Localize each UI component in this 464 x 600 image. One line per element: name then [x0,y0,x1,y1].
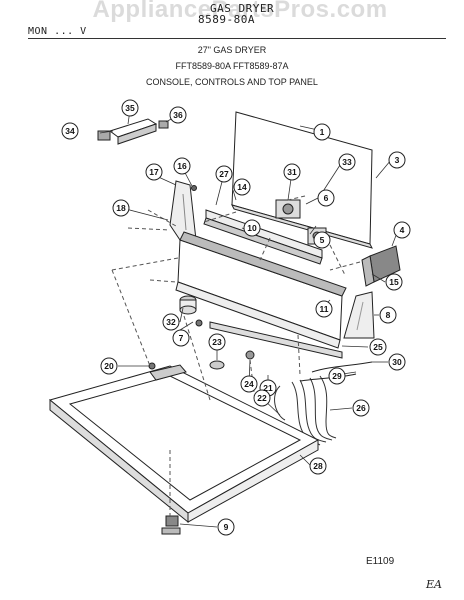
part-clip [161,515,181,535]
callout-number-27: 27 [219,169,229,179]
callout-number-35: 35 [125,103,135,113]
callout-number-1: 1 [320,127,325,137]
callout-34 [61,122,79,140]
callout-26 [352,399,370,417]
callout-10 [243,219,261,237]
callout-14 [233,178,251,196]
callout-number-10: 10 [247,223,257,233]
part-right-endcap [343,291,375,339]
callout-number-3: 3 [395,155,400,165]
callout-9 [217,518,235,536]
callout-number-6: 6 [324,193,329,203]
callout-31 [283,163,301,181]
callout-32 [162,313,180,331]
header-line-1: GAS DRYER [210,2,275,15]
product-title: 27" GAS DRYER [197,45,267,55]
callout-number-34: 34 [65,126,75,136]
section-title: CONSOLE, CONTROLS AND TOP PANEL [146,77,318,87]
signature-mark: EA [426,578,442,591]
callout-number-22: 22 [257,393,267,403]
callout-number-26: 26 [356,403,366,413]
callout-number-33: 33 [342,157,352,167]
part-top-panel-board [231,111,373,249]
callout-6 [317,189,335,207]
callout-17 [145,163,163,181]
callout-number-16: 16 [177,161,187,171]
callout-22 [253,389,271,407]
callout-number-30: 30 [392,357,402,367]
callout-5 [313,231,331,249]
callout-number-21: 21 [263,383,273,393]
callout-number-15: 15 [389,277,399,287]
callout-number-8: 8 [386,310,391,320]
callout-33 [338,153,356,171]
callout-number-25: 25 [373,342,383,352]
callout-11 [315,300,333,318]
part-switch-assembly [97,118,169,145]
header-rule [28,38,446,39]
callout-4 [393,221,411,239]
callout-35 [121,99,139,117]
callout-25 [369,338,387,356]
callout-number-14: 14 [237,182,247,192]
callout-number-28: 28 [313,461,323,471]
callout-36 [169,106,187,124]
callout-number-29: 29 [332,371,342,381]
callout-number-23: 23 [212,337,222,347]
header-line-2: 8589-80A [198,13,255,26]
part-cabinet-top [48,364,320,524]
diagram-code: E1109 [366,556,395,567]
callout-number-7: 7 [179,333,184,343]
watermark: AppliancePartsPros.com [92,0,388,23]
callout-number-36: 36 [173,110,183,120]
part-timer [275,199,301,219]
callout-number-9: 9 [224,522,229,532]
callout-27 [215,165,233,183]
callout-1 [313,123,331,141]
callout-28 [309,457,327,475]
callout-number-24: 24 [244,379,254,389]
part-control-bracket [203,209,323,265]
callout-number-32: 32 [166,317,176,327]
callout-number-5: 5 [320,235,325,245]
model-numbers: FFT8589-80A FFT8589-87A [175,61,289,71]
callout-23 [208,333,226,351]
callout-3 [388,151,406,169]
part-console-rail [209,321,343,359]
callout-number-4: 4 [400,225,405,235]
part-left-endcap [169,180,197,241]
callout-20 [100,357,118,375]
part-control-module [361,245,401,287]
callout-18 [112,199,130,217]
callout-number-11: 11 [320,304,329,314]
callout-number-18: 18 [116,203,126,213]
callout-7 [172,329,190,347]
callout-number-20: 20 [104,361,114,371]
callout-15 [385,273,403,291]
callout-29 [328,367,346,385]
callout-number-17: 17 [149,167,159,177]
header-left-label: MON ... V [28,26,87,37]
callout-16 [173,157,191,175]
callout-number-31: 31 [287,167,297,177]
callout-24 [240,375,258,393]
part-console [175,231,347,349]
part-knob [179,295,197,315]
callout-30 [388,353,406,371]
callout-8 [379,306,397,324]
